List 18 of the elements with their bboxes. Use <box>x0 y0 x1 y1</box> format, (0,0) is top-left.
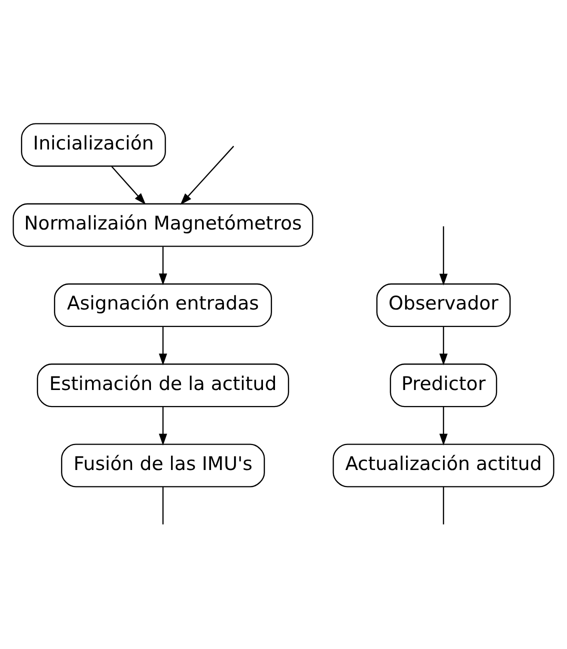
arrow <box>111 166 146 205</box>
arrow <box>158 406 168 446</box>
node-box: Predictor <box>390 364 498 408</box>
arrow <box>158 326 168 366</box>
arrow <box>158 246 168 286</box>
arrow <box>439 226 448 286</box>
node-box: Actualización actitud <box>332 444 554 488</box>
node-box: Estimación de la actitud <box>36 364 290 408</box>
node-box: Observador <box>376 283 511 328</box>
node-box: Fusión de las IMU's <box>61 444 265 488</box>
node-box: Normalizaión Magnetómetros <box>12 203 314 247</box>
connector <box>162 486 164 524</box>
arrow <box>439 326 448 366</box>
connector <box>442 486 444 524</box>
node-box: Asignación entradas <box>54 283 272 328</box>
node-box: Inicialización <box>20 123 166 167</box>
arrow <box>439 406 448 446</box>
arrow <box>180 146 234 205</box>
